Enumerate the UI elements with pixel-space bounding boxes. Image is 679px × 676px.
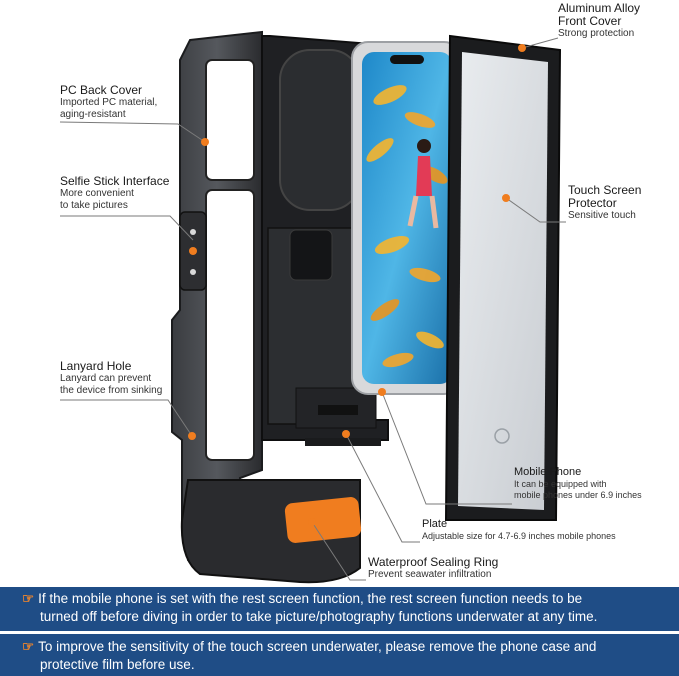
front-cover xyxy=(444,34,562,521)
selfie-callout: Selfie Stick Interface More convenient t… xyxy=(60,175,169,212)
mobile-phone xyxy=(351,41,461,395)
front-cover-title-1: Aluminum Alloy xyxy=(558,1,641,15)
touch-title-1: Touch Screen xyxy=(568,183,642,197)
front-cover-sub: Strong protection xyxy=(558,28,635,39)
note-2-line-1: To improve the sensitivity of the touch … xyxy=(38,639,597,654)
diver-figure xyxy=(407,139,439,229)
leader-lines xyxy=(59,37,566,581)
sealing-line xyxy=(311,521,366,581)
lanyard-line xyxy=(60,399,193,437)
back-cover-dot xyxy=(201,138,209,146)
marker-dots xyxy=(188,44,526,526)
lanyard-title: Lanyard Hole xyxy=(60,359,132,373)
sealing-dot xyxy=(308,518,316,526)
note-2-line-2: protective film before use. xyxy=(40,657,195,672)
plate-line xyxy=(345,433,420,543)
front-cover-line xyxy=(521,37,559,49)
back-cover-sub-2: aging-resistant xyxy=(60,109,126,120)
back-cover-callout: PC Back Cover Imported PC material, agin… xyxy=(60,84,157,121)
selfie-line xyxy=(60,215,194,241)
note-1: ☞If the mobile phone is set with the res… xyxy=(22,590,597,626)
back-cover-line xyxy=(59,121,206,143)
notes-banner: ☞If the mobile phone is set with the res… xyxy=(0,587,679,676)
front-cover-dot xyxy=(518,44,526,52)
lanyard-callout: Lanyard Hole Lanyard can prevent the dev… xyxy=(60,360,162,397)
phone-sub-1: It can be equipped with xyxy=(514,479,607,489)
lanyard-dot xyxy=(188,432,196,440)
plate-title: Plate xyxy=(422,518,448,530)
phone-callout: Mobile Phone It can be equipped with mob… xyxy=(514,466,642,501)
sealing-callout: Waterproof Sealing Ring Prevent seawater… xyxy=(368,556,498,581)
sealing-sub: Prevent seawater infiltration xyxy=(368,569,492,580)
touch-title-2: Protector xyxy=(568,196,617,210)
phone-dot xyxy=(378,388,386,396)
back-cover-title: PC Back Cover xyxy=(60,83,143,97)
touch-dot xyxy=(502,194,510,202)
bottom-latch xyxy=(180,479,362,584)
hand-pointer-icon: ☞ xyxy=(22,591,35,606)
sealing-title: Waterproof Sealing Ring xyxy=(368,555,499,569)
front-cover-callout: Aluminum Alloy Front Cover Strong protec… xyxy=(558,2,640,40)
selfie-sub-2: to take pictures xyxy=(60,200,128,211)
front-cover-title-2: Front Cover xyxy=(558,14,622,28)
plate-sub: Adjustable size for 4.7-6.9 inches mobil… xyxy=(422,531,616,541)
touch-line xyxy=(505,197,566,223)
plate-dot xyxy=(342,430,350,438)
note-1-line-1: If the mobile phone is set with the rest… xyxy=(38,591,583,606)
selfie-sub-1: More convenient xyxy=(60,188,134,199)
plate-callout: Plate Adjustable size for 4.7-6.9 inches… xyxy=(422,518,616,542)
phone-title: Mobile Phone xyxy=(514,466,582,478)
back-cover-sub-1: Imported PC material, xyxy=(60,97,158,108)
phone-sub-2: mobile phones under 6.9 inches xyxy=(514,490,642,500)
selfie-interface xyxy=(179,211,207,291)
case-illustration xyxy=(59,30,566,584)
note-2: ☞To improve the sensitivity of the touch… xyxy=(22,638,596,674)
touch-sub: Sensitive touch xyxy=(568,210,636,221)
note-1-line-2: turned off before diving in order to tak… xyxy=(40,609,598,624)
touch-callout: Touch Screen Protector Sensitive touch xyxy=(568,184,641,222)
phone-line xyxy=(381,391,512,505)
lanyard-sub-2: the device from sinking xyxy=(60,385,163,396)
lanyard-sub-1: Lanyard can prevent xyxy=(60,373,152,384)
selfie-title: Selfie Stick Interface xyxy=(60,174,170,188)
notes-divider xyxy=(0,631,679,634)
hand-pointer-icon: ☞ xyxy=(22,639,35,654)
